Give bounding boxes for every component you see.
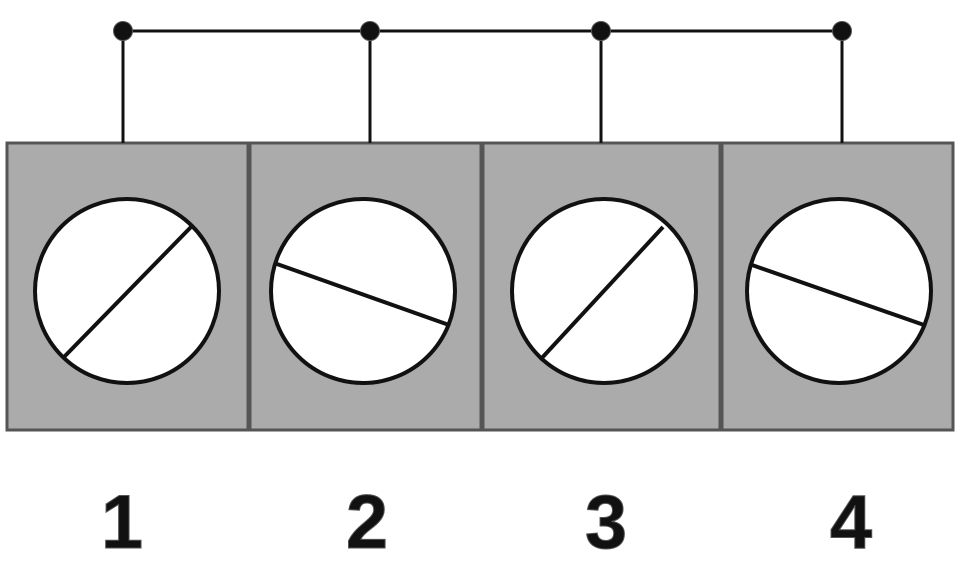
screw-4 [745,197,933,385]
junction-dots [113,21,852,41]
screw-slot-2 [276,262,450,327]
drop-wires [121,31,844,143]
screw-slot-4 [751,263,925,327]
terminal-label-4: 4 [830,480,872,565]
junction-dot-3 [591,21,611,41]
screw-slot-3 [538,225,665,362]
screw-slot-1 [62,225,193,359]
junction-dot-4 [832,21,852,41]
screws [33,197,933,385]
terminal-label-1: 1 [101,480,143,565]
terminal-label-3: 3 [585,480,627,565]
junction-dot-1 [113,21,133,41]
terminal-label-2: 2 [346,480,388,565]
screw-2 [269,197,457,385]
terminal-labels: 1 2 3 4 [100,480,872,566]
junction-dot-2 [360,21,380,41]
